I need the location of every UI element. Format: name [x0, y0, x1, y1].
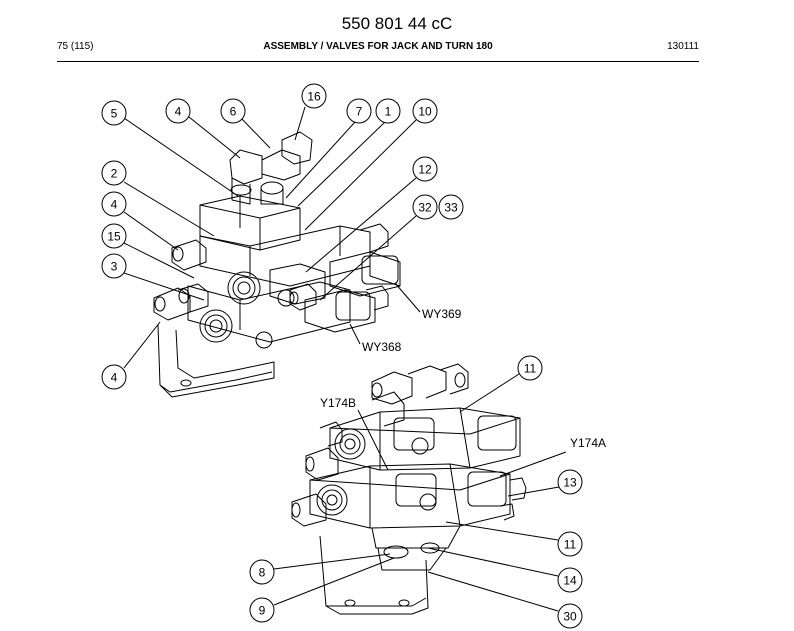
callout-30-label: 30 [563, 610, 577, 624]
page-reference: 75 (115) [57, 41, 94, 52]
callout-3: 3 [101, 253, 127, 279]
callout-5: 5 [101, 100, 127, 126]
wire-labels: WY369 WY368 Y174B Y174A [320, 307, 606, 450]
callout-3-label: 3 [111, 260, 118, 274]
label-wy369: WY369 [422, 307, 462, 321]
callout-4c-label: 4 [111, 371, 118, 385]
callout-1: 1 [375, 98, 401, 124]
callout-5-label: 5 [111, 107, 118, 121]
callout-9-label: 9 [259, 604, 266, 618]
callout-13-label: 13 [563, 476, 577, 490]
callout-2: 2 [101, 160, 127, 186]
callout-bubbles: 16 5 4 6 7 1 10 2 12 4 32 33 15 3 4 11 1… [101, 83, 583, 629]
callout-14-label: 14 [563, 574, 577, 588]
callout-12-label: 12 [418, 163, 432, 177]
callout-11a-label: 11 [524, 362, 537, 376]
header-row: 75 (115) ASSEMBLY / VALVES FOR JACK AND … [57, 41, 699, 55]
page-title: ASSEMBLY / VALVES FOR JACK AND TURN 180 [263, 41, 493, 52]
callout-7-label: 7 [356, 105, 363, 119]
callout-16-label: 16 [307, 90, 321, 104]
callout-4b-label: 4 [111, 198, 118, 212]
label-y174b: Y174B [320, 396, 356, 410]
callout-6-label: 6 [230, 105, 237, 119]
callout-30: 30 [557, 603, 583, 629]
callout-11b: 11 [557, 531, 583, 557]
callout-1-label: 1 [385, 105, 392, 119]
callout-33-label: 33 [444, 201, 458, 215]
document-date: 130111 [667, 41, 699, 52]
header-rule [57, 61, 699, 62]
callout-12: 12 [412, 156, 438, 182]
callout-11b-label: 11 [564, 538, 577, 552]
callout-32: 32 [412, 194, 438, 220]
callout-7: 7 [346, 98, 372, 124]
callout-15-label: 15 [107, 230, 121, 244]
label-y174a: Y174A [570, 436, 606, 450]
callout-4c: 4 [101, 364, 127, 390]
callout-15: 15 [101, 223, 127, 249]
upper-valve-assembly [153, 131, 401, 398]
callout-6: 6 [220, 98, 246, 124]
callout-11a: 11 [517, 355, 543, 381]
callout-32-label: 32 [418, 201, 432, 215]
callout-4a-label: 4 [175, 105, 182, 119]
callout-33: 33 [438, 194, 464, 220]
label-wy368: WY368 [362, 340, 402, 354]
callout-9: 9 [249, 597, 275, 623]
leader-lines [123, 106, 567, 612]
callout-10: 10 [412, 98, 438, 124]
callout-2-label: 2 [111, 167, 118, 181]
callout-13: 13 [557, 469, 583, 495]
callout-14: 14 [557, 567, 583, 593]
callout-8-label: 8 [259, 566, 266, 580]
document-number: 550 801 44 cC [341, 14, 453, 33]
callout-4a: 4 [165, 98, 191, 124]
callout-8: 8 [249, 559, 275, 585]
callout-16: 16 [301, 83, 327, 109]
callout-4b: 4 [101, 191, 127, 217]
lower-valve-assembly [291, 363, 527, 615]
callout-10-label: 10 [418, 105, 432, 119]
